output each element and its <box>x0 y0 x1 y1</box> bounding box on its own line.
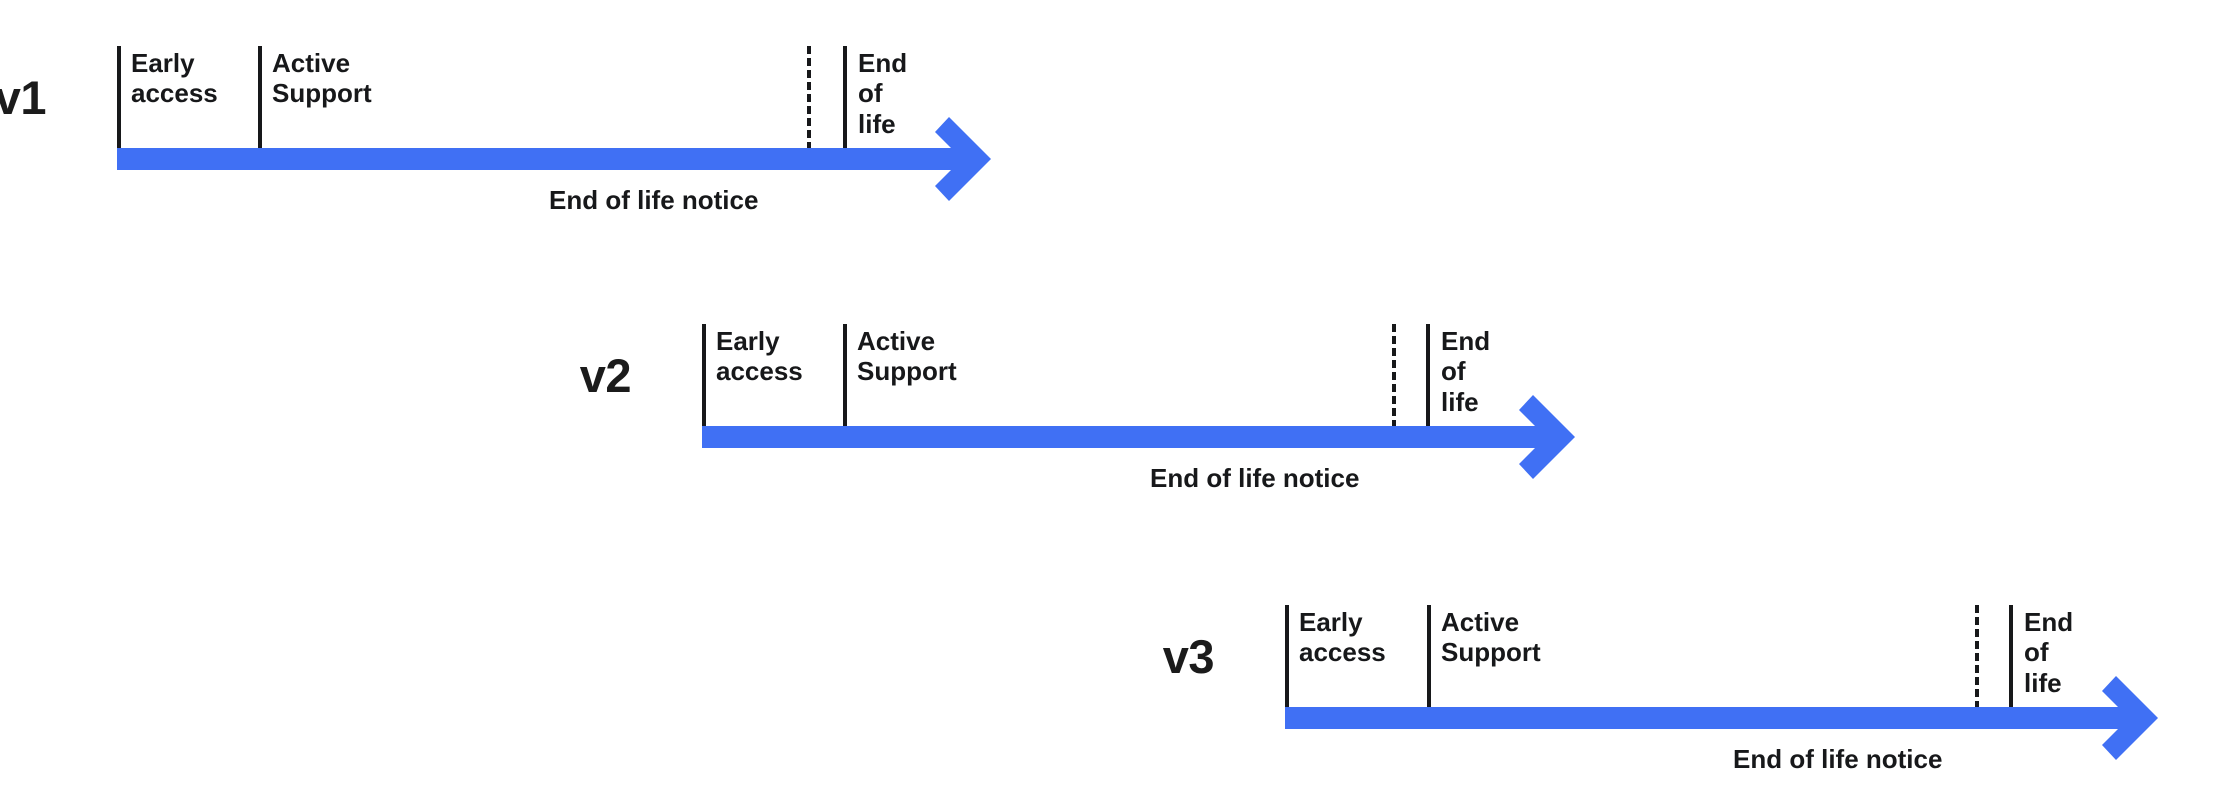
label-early-access: Early access <box>131 48 218 109</box>
tick-end-of-life-notice-start <box>1392 324 1396 428</box>
timeline-bar <box>117 148 969 170</box>
label-end-of-life-notice: End of life notice <box>549 185 759 215</box>
timeline-bar <box>702 426 1553 448</box>
tick-end-of-life-start <box>843 46 847 150</box>
tick-end-of-life-notice-start <box>1975 605 1979 709</box>
label-early-access: Early access <box>716 326 803 387</box>
tick-active-support-start <box>258 46 262 150</box>
label-end-of-life: End of life <box>2024 607 2074 698</box>
timeline-bar <box>1285 707 2136 729</box>
label-end-of-life-notice: End of life notice <box>1150 463 1360 493</box>
timeline-arrow-icon <box>2102 676 2180 760</box>
timeline-arrow-icon <box>1519 395 1597 479</box>
tick-early-access-start <box>1285 605 1289 709</box>
tick-end-of-life-start <box>1426 324 1430 428</box>
label-end-of-life: End of life <box>858 48 908 139</box>
label-active-support: Active Support <box>857 326 957 387</box>
tick-active-support-start <box>843 324 847 428</box>
version-label: v1 <box>0 71 47 124</box>
tick-end-of-life-start <box>2009 605 2013 709</box>
label-active-support: Active Support <box>1441 607 1541 668</box>
label-end-of-life: End of life <box>1441 326 1491 417</box>
tick-early-access-start <box>117 46 121 150</box>
tick-early-access-start <box>702 324 706 428</box>
label-early-access: Early access <box>1299 607 1386 668</box>
tick-active-support-start <box>1427 605 1431 709</box>
version-label: v2 <box>579 349 632 402</box>
label-active-support: Active Support <box>272 48 372 109</box>
timeline-arrow-icon <box>935 117 1013 201</box>
version-label: v3 <box>1162 630 1215 683</box>
tick-end-of-life-notice-start <box>807 46 811 150</box>
label-end-of-life-notice: End of life notice <box>1733 744 1943 774</box>
